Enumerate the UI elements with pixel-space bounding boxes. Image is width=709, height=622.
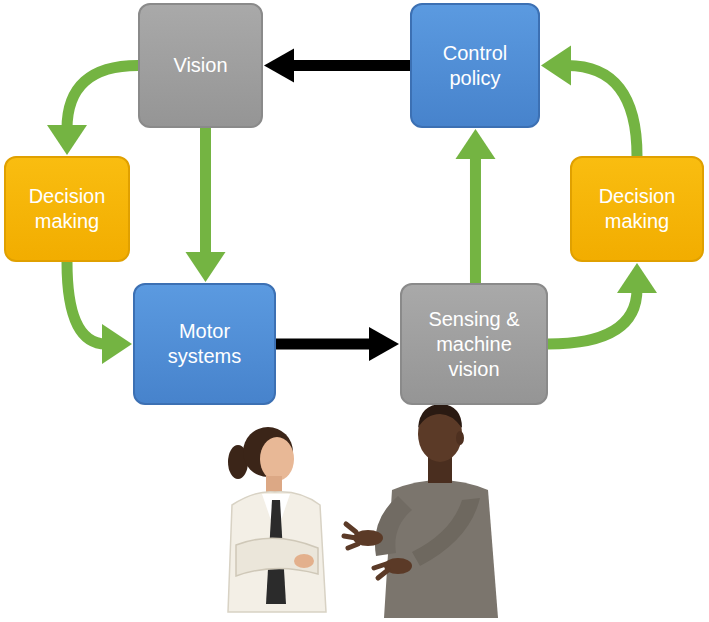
arrow-head [455, 129, 495, 159]
node-label: Decision making [582, 184, 692, 234]
decision-box: Decision making [570, 156, 704, 262]
node-label: Sensing & machine vision [412, 307, 536, 382]
woman-figure [228, 427, 326, 612]
flow-arrow [455, 129, 495, 283]
node-label: Decision making [16, 184, 118, 234]
flow-arrow [186, 128, 226, 282]
policy-box: Control policy [410, 3, 540, 128]
flow-arrow [541, 46, 637, 157]
text-holder: Decision making [582, 184, 692, 234]
node-label: Vision [173, 53, 227, 78]
flow-arrow [47, 66, 138, 156]
arrow-line [567, 66, 637, 157]
arrow-line [200, 128, 211, 256]
decision-box: Decision making [4, 156, 130, 262]
arrow-line [276, 339, 373, 350]
text-holder: Control policy [422, 41, 528, 91]
motor-box: Motor systems [133, 283, 276, 405]
node-label: Motor systems [145, 319, 264, 369]
flow-arrow [276, 327, 399, 361]
arrow-head [617, 263, 657, 293]
flow-arrow [264, 49, 410, 83]
man-figure [344, 404, 498, 618]
arrow-line [67, 66, 138, 130]
arrow-head [369, 327, 399, 361]
text-holder: Sensing & machine vision [412, 307, 536, 382]
arrow-head [541, 46, 571, 86]
arrow-line [470, 155, 481, 283]
flow-arrow [67, 262, 132, 364]
flow-arrow [548, 263, 657, 344]
arrow-line [67, 262, 106, 344]
text-holder: Motor systems [145, 319, 264, 369]
arrow-head [264, 49, 294, 83]
vision-box: Vision [138, 3, 263, 128]
sensing-box: Sensing & machine vision [400, 283, 548, 405]
arrow-line [548, 289, 637, 344]
arrow-head [47, 125, 87, 155]
text-holder: Decision making [16, 184, 118, 234]
arrow-head [102, 324, 132, 364]
arrow-head [186, 252, 226, 282]
text-holder: Vision [173, 53, 227, 78]
node-label: Control policy [422, 41, 528, 91]
arrow-line [290, 60, 410, 71]
